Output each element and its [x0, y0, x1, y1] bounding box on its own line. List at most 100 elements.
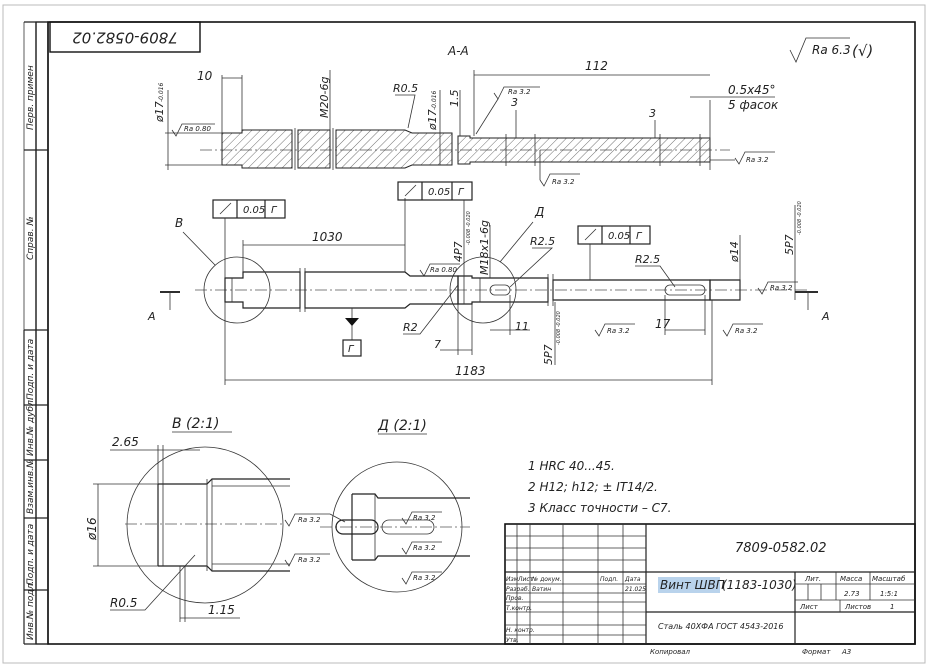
- main-view: В Д A A 1030 1183 0.05 Г: [147, 181, 830, 385]
- ra32-main-b: Ra 3.2: [735, 327, 758, 335]
- dim-m20: M20-6g: [318, 77, 331, 118]
- gdt-frame-3: 0.05 Г: [577, 225, 651, 280]
- tb-sheets: Листов: [844, 603, 871, 611]
- tb-format: Формат: [802, 648, 831, 656]
- rotated-number: 7809-0582.02: [72, 29, 178, 47]
- tb-row-prov: Пров.: [506, 595, 524, 602]
- outer-frame: [2, 4, 926, 664]
- ra32-d-e: Ra 3.2: [413, 574, 436, 582]
- arrow-a-right: A: [821, 310, 830, 323]
- dim-4p7: 4P7: [452, 241, 465, 262]
- tb-material: Сталь 40ХФА ГОСТ 4543-2016: [658, 622, 783, 631]
- tb-row-nkontr: Н. контр.: [506, 627, 535, 634]
- dim-15: 1.5: [448, 90, 461, 108]
- rotated-number-box: 7809-0582.02: [49, 21, 201, 53]
- note-1: 1 HRC 40...45.: [528, 459, 615, 473]
- roughness-general-paren: (√): [852, 42, 873, 60]
- tb-mass: Масса: [840, 575, 862, 583]
- gdt-3-value: 0.05: [608, 231, 630, 242]
- dim-1030: 1030: [312, 230, 343, 244]
- stamp-text-6: Подп. и дата: [26, 524, 36, 585]
- section-view: 112 10 ø17 -0.016 Ra 0.80 M20-6g R0.5 ø1…: [153, 59, 779, 187]
- dim-d16: ø16: [85, 517, 99, 541]
- tb-lit: Лит.: [804, 575, 821, 583]
- dim-d17-mid: ø17: [426, 109, 439, 131]
- dim-r05: R0.5: [393, 82, 418, 95]
- side-stamp: Перв. примен Справ. № Подп. и дата Инв.№…: [23, 21, 49, 645]
- tb-name-highlight: Винт ШВП: [660, 578, 725, 592]
- dim-5p7-b-tol: -0.008 -0.020: [797, 201, 803, 235]
- ra32-right: Ra 3.2: [746, 156, 769, 164]
- detail-d: Д (2:1) Ra 3.2 Ra 3.2 Ra 3.2 Ra 3.2 Ra 3…: [284, 418, 470, 593]
- roughness-general: Ra 6.3 (√): [789, 37, 873, 63]
- detail-circle-b: [203, 256, 271, 324]
- tb-row-razrab-name: Ватин: [532, 586, 551, 593]
- ra08-main: Ra 0.80: [430, 266, 458, 274]
- ra32-under: Ra 3.2: [552, 178, 575, 186]
- stamp-text-4: Инв.№ дубл.: [26, 397, 36, 456]
- dim-265: 2.65: [112, 435, 139, 449]
- gdt-frame-1: 0.05 Г: [212, 199, 286, 278]
- tb-mass-value: 2.73: [844, 590, 860, 598]
- dim-5p7-b: 5P7: [783, 234, 796, 255]
- detail-b: В (2:1) 2.65 ø16 R0.5 1.15: [85, 416, 290, 622]
- note-2: 2 H12; h12; ± IT14/2.: [528, 480, 658, 494]
- technical-notes: 1 HRC 40...45. 2 H12; h12; ± IT14/2. 3 К…: [528, 459, 671, 515]
- dim-17-bottom: 17: [655, 317, 671, 331]
- tb-sheets-value: 1: [890, 603, 894, 611]
- gdt-1-datum: Г: [271, 205, 278, 216]
- tb-row-razrab-date: 21.025: [625, 586, 646, 593]
- dim-d17-mid-tol: -0.016: [431, 90, 438, 110]
- dim-d17-left-tol: -0.016: [158, 82, 165, 102]
- dim-3b: 3: [649, 107, 656, 120]
- dim-5p7-a: 5P7: [542, 344, 555, 365]
- tb-row-utv: Утв.: [506, 637, 519, 644]
- dim-11: 11: [515, 320, 529, 333]
- stamp-text-5: Взам.инв.№: [26, 459, 36, 514]
- tb-header-date: Дата: [624, 576, 641, 583]
- ra32-main-a: Ra 3.2: [607, 327, 630, 335]
- ra32-main-c: Ra 3.2: [770, 284, 793, 292]
- detail-b-title: В (2:1): [172, 416, 220, 432]
- stamp-text-2: Справ. №: [26, 216, 36, 260]
- title-block: Изм Лист № докум. Подп. Дата Разраб. Ват…: [504, 523, 916, 656]
- tb-header-list: Лист: [517, 576, 534, 583]
- detail-d-title: Д (2:1): [377, 418, 427, 434]
- roughness-general-text: Ra 6.3: [812, 43, 851, 57]
- dim-r25-a: R2.5: [530, 235, 555, 248]
- dim-r05-detail: R0.5: [110, 596, 137, 610]
- tb-header-izm: Изм: [506, 576, 519, 583]
- gdt-3-datum: Г: [636, 231, 643, 242]
- tb-sheet: Лист: [799, 603, 819, 611]
- tb-number: 7809-0582.02: [735, 541, 827, 556]
- section-label: A-A: [447, 44, 469, 58]
- dim-m18: M18x1-6g: [478, 220, 491, 275]
- ra32-top: Ra 3.2: [508, 88, 531, 96]
- stamp-text-7: Инв.№ подл.: [26, 581, 36, 640]
- gdt-1-value: 0.05: [243, 205, 265, 216]
- tb-row-tkontr: Т.контр.: [506, 605, 532, 612]
- arrow-a-left: A: [147, 310, 156, 323]
- tb-row-razrab: Разраб.: [506, 586, 530, 593]
- gdt-2-value: 0.05: [428, 187, 450, 198]
- datum-marker: Г: [342, 308, 362, 357]
- tb-header-sign: Подп.: [600, 576, 618, 583]
- datum-marker-text: Г: [348, 344, 355, 355]
- dim-115: 1.15: [208, 603, 235, 617]
- dim-3a: 3: [511, 96, 518, 109]
- tb-scale-value: 1:5:1: [880, 590, 898, 598]
- dim-7: 7: [434, 338, 441, 351]
- tb-copied: Копировал: [650, 648, 691, 656]
- dim-r25-b: R2.5: [635, 253, 660, 266]
- dim-1183: 1183: [455, 364, 486, 378]
- stamp-text-3: Подп. и дата: [26, 339, 36, 400]
- stamp-text-1: Перв. примен: [26, 65, 36, 130]
- gdt-frame-2: 0.05 Г: [397, 181, 473, 201]
- ra32-d-c: Ra 3.2: [413, 514, 436, 522]
- label-view-d: Д: [534, 205, 544, 219]
- dim-112: 112: [585, 59, 608, 73]
- note-3: 3 Класс точности – С7.: [528, 501, 671, 515]
- label-view-b: В: [175, 216, 183, 230]
- ra08-left: Ra 0.80: [184, 125, 212, 133]
- dim-chamfer-note: 5 фасок: [728, 98, 779, 112]
